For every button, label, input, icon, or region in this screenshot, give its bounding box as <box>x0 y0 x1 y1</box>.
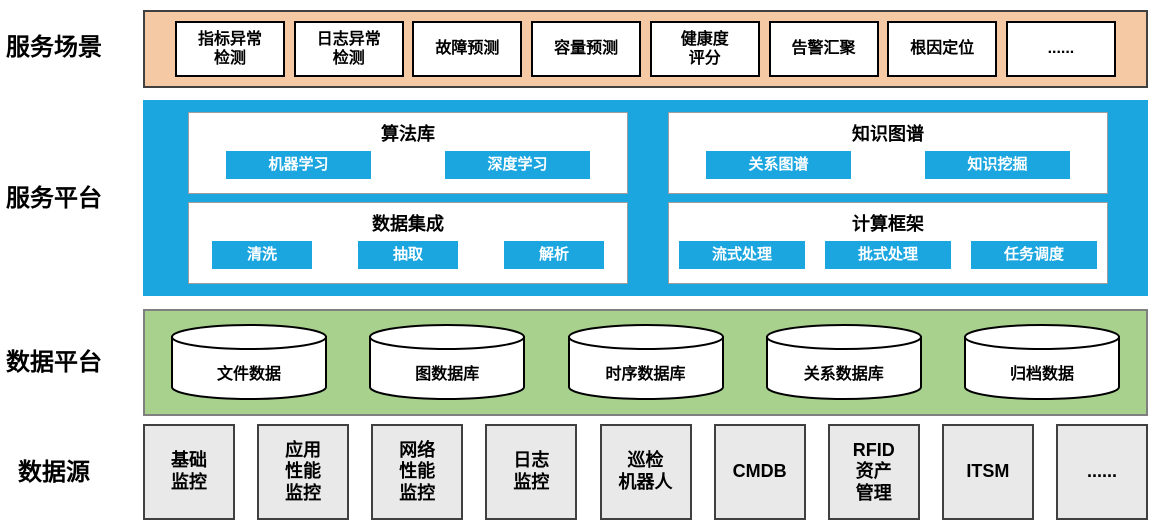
source-inspection-robot: 巡检 机器人 <box>599 424 692 520</box>
source-more: ...... <box>1056 424 1148 520</box>
scenario-item-metric-anomaly: 指标异常 检测 <box>175 21 285 77</box>
pill-row: 清洗 抽取 解析 <box>189 236 627 273</box>
scenario-item-health-score: 健康度 评分 <box>649 21 760 77</box>
pill-batch-processing: 批式处理 <box>825 240 951 269</box>
scenario-item-capacity: 容量预测 <box>531 21 642 77</box>
pill-machine-learning: 机器学习 <box>226 150 371 179</box>
platform-group-knowledge-graph: 知识图谱 关系图谱 知识挖掘 <box>668 112 1108 194</box>
pill-stream-processing: 流式处理 <box>679 240 805 269</box>
scenario-item-log-anomaly: 日志异常 检测 <box>293 21 404 77</box>
database-cylinder-archive-data: 归档数据 <box>962 323 1122 403</box>
scenarios-band: 指标异常 检测 日志异常 检测 故障预测 容量预测 健康度 评分 告警汇聚 根因… <box>143 10 1148 88</box>
scenario-item-alarm-aggregation: 告警汇聚 <box>768 21 879 77</box>
group-title: 知识图谱 <box>852 124 924 144</box>
pill-cleaning: 清洗 <box>212 240 312 269</box>
data-platform-band: 文件数据 图数据库 时序数据库 关系数据库 <box>143 309 1148 416</box>
source-npm: 网络 性能 监控 <box>371 424 464 520</box>
group-title: 计算框架 <box>852 214 924 234</box>
cylinder-label: 文件数据 <box>216 365 281 383</box>
source-log-monitoring: 日志 监控 <box>485 424 578 520</box>
cylinder-label: 时序数据库 <box>605 365 686 383</box>
source-basic-monitoring: 基础 监控 <box>143 424 235 520</box>
pill-relation-graph: 关系图谱 <box>706 150 851 179</box>
platform-group-computing-framework: 计算框架 流式处理 批式处理 任务调度 <box>668 202 1108 284</box>
group-title: 算法库 <box>381 124 435 144</box>
cylinder-label: 关系数据库 <box>803 365 884 383</box>
database-cylinder-relational-db: 关系数据库 <box>764 323 924 403</box>
platform-group-data-integration: 数据集成 清洗 抽取 解析 <box>188 202 628 284</box>
pill-task-scheduling: 任务调度 <box>971 240 1097 269</box>
pill-row: 流式处理 批式处理 任务调度 <box>669 236 1107 273</box>
source-cmdb: CMDB <box>713 424 806 520</box>
scenario-item-more: ...... <box>1005 21 1116 77</box>
layer-label-scenarios: 服务场景 <box>6 34 102 61</box>
layer-label-data-sources: 数据源 <box>18 459 90 486</box>
pill-deep-learning: 深度学习 <box>445 150 590 179</box>
layer-label-data-platform: 数据平台 <box>6 349 102 376</box>
scenario-item-root-cause: 根因定位 <box>887 21 998 77</box>
pill-extraction: 抽取 <box>358 240 458 269</box>
cylinder-icon <box>964 323 1120 400</box>
layer-label-platform: 服务平台 <box>6 185 102 212</box>
cylinder-icon <box>567 323 724 400</box>
source-apm: 应用 性能 监控 <box>257 424 350 520</box>
source-itsm: ITSM <box>941 424 1034 520</box>
cylinder-label: 图数据库 <box>415 365 480 383</box>
group-title: 数据集成 <box>372 214 444 234</box>
cylinder-icon <box>765 323 922 400</box>
cylinder-label: 归档数据 <box>1009 365 1074 383</box>
cylinder-icon <box>171 323 327 400</box>
pill-knowledge-mining: 知识挖掘 <box>925 150 1070 179</box>
cylinder-icon <box>369 323 526 400</box>
pill-row: 机器学习 深度学习 <box>189 146 627 183</box>
database-cylinder-timeseries-db: 时序数据库 <box>566 323 726 403</box>
pill-parsing: 解析 <box>504 240 604 269</box>
database-cylinder-graph-db: 图数据库 <box>367 323 527 403</box>
platform-band: 算法库 机器学习 深度学习 知识图谱 关系图谱 知识挖掘 数据集成 清洗 抽取 … <box>143 100 1148 296</box>
data-sources-row: 基础 监控 应用 性能 监控 网络 性能 监控 日志 监控 巡检 机器人 CMD… <box>143 424 1148 520</box>
pill-row: 关系图谱 知识挖掘 <box>669 146 1107 183</box>
database-cylinder-file-data: 文件数据 <box>169 323 329 403</box>
platform-group-algorithm-library: 算法库 机器学习 深度学习 <box>188 112 628 194</box>
scenario-item-fault-prediction: 故障预测 <box>412 21 523 77</box>
source-rfid-asset: RFID 资产 管理 <box>827 424 920 520</box>
